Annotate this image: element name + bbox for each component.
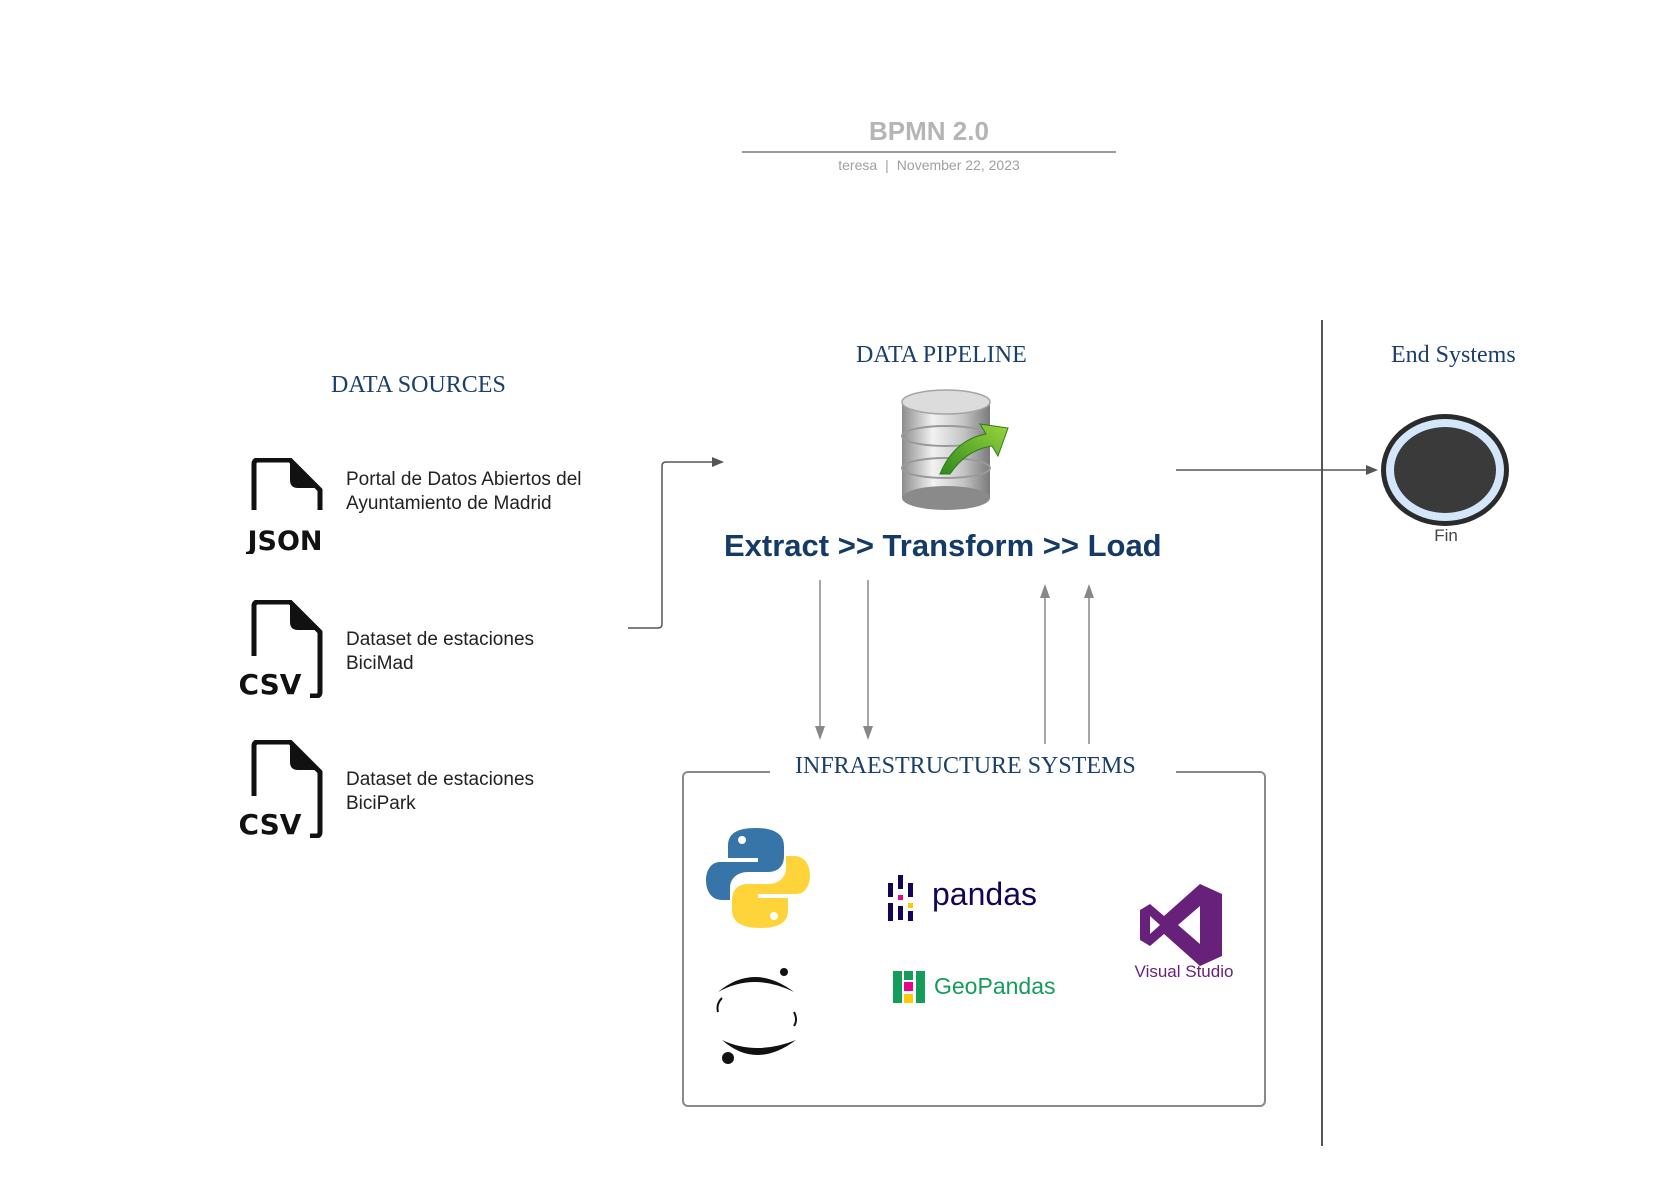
lane-divider [1321, 320, 1323, 1146]
infrastructure-heading: INFRAESTRUCTURE SYSTEMS [795, 753, 1136, 779]
date: November 22, 2023 [896, 157, 1020, 173]
etl-infrastructure-arrows [815, 580, 1094, 744]
data-pipeline-heading: DATA PIPELINE [856, 342, 1027, 368]
geopandas-wordmark: GeoPandas [934, 973, 1056, 999]
pandas-logo-icon [888, 875, 913, 921]
geopandas-logo-icon [893, 971, 925, 1003]
visual-studio-logo-icon [1140, 884, 1222, 966]
python-logo-icon [706, 828, 810, 928]
pipeline-to-end-connector [1176, 465, 1378, 475]
visual-studio-wordmark: Visual Studio [1134, 962, 1234, 981]
infrastructure-heading-gap [770, 766, 1176, 776]
database-export-icon [901, 389, 1009, 510]
csv-file-icon: CSV [240, 600, 323, 698]
end-systems-heading: End Systems [1391, 342, 1516, 368]
svg-text:CSV: CSV [240, 668, 302, 698]
end-event-label: Fin [1434, 526, 1458, 545]
source-label-bicipark: Dataset de estaciones BiciPark [346, 769, 535, 814]
title-divider [742, 151, 1116, 153]
meta-separator: | [885, 157, 889, 173]
data-sources-heading: DATA SOURCES [331, 372, 506, 398]
sources-to-pipeline-connector [628, 457, 724, 629]
author: teresa [838, 157, 878, 173]
svg-text:JSON: JSON [245, 526, 322, 554]
pandas-wordmark: pandas [932, 876, 1037, 912]
document-title: BPMN 2.0 [869, 116, 989, 146]
document-meta: teresa | November 22, 2023 [742, 157, 1116, 173]
svg-text:CSV: CSV [240, 808, 302, 838]
source-label-bicimad: Dataset de estaciones BiciMad [346, 629, 535, 674]
etl-label: Extract >> Transform >> Load [724, 528, 1162, 563]
source-label-open-data-madrid: Portal de Datos Abiertos del Ayuntamient… [346, 469, 582, 514]
jupyter-logo-icon [716, 968, 797, 1064]
json-file-icon: JSON [245, 458, 323, 554]
csv-file-icon: CSV [240, 740, 323, 838]
end-event-icon[interactable] [1376, 410, 1514, 530]
